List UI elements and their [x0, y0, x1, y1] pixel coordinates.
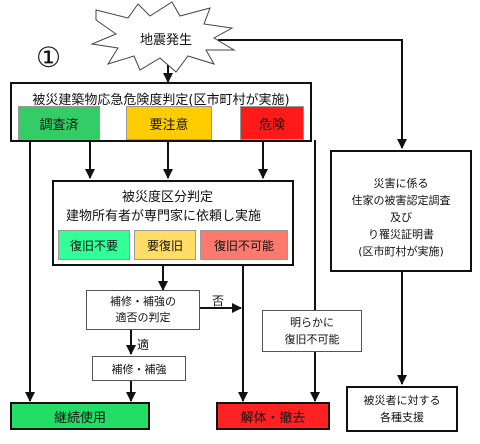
repair-box: 補修・補強 [92, 356, 186, 381]
step1-title: 被災建築物応急危険度判定(区市町村が実施) [32, 93, 290, 108]
repair-judgement-line2: 適否の判定 [115, 311, 171, 324]
step1-result-inspected: 調査済 [18, 106, 100, 140]
repair-judgement-box: 補修・補強の 適否の判定 [86, 290, 200, 330]
clearly-unrecoverable-box: 明らかに 復旧不可能 [262, 310, 362, 352]
step2-result-no-recovery-needed: 復旧不要 [58, 230, 130, 260]
clearly-unrecoverable-line1: 明らかに [290, 316, 334, 329]
clearly-unrecoverable-line2: 復旧不可能 [284, 333, 340, 346]
step3-line-4: り罹災証明書 [368, 227, 434, 241]
final-demolish: 解体・撤去 [216, 402, 330, 430]
step2-title-line1: 被災度区分判定 [122, 190, 214, 205]
step2-result-needs-recovery: 要復旧 [134, 230, 196, 260]
step3-line-1: 災害に係る [373, 176, 429, 190]
step1-number: ① [36, 41, 62, 74]
step2-result-unrecoverable: 復旧不可能 [200, 230, 288, 260]
step3-box: 災害に係る 住家の被害認定調査 及び り罹災証明書 (区市町村が実施) [330, 150, 472, 272]
step3-line-3: 及び [390, 210, 412, 224]
label-suitable: 適 [137, 338, 150, 352]
step3-line-5: (区市町村が実施) [358, 244, 444, 258]
step1-result-danger: 危険 [240, 106, 304, 140]
repair-judgement-line1: 補修・補強の [110, 295, 176, 308]
earthquake-label: 地震発生 [140, 33, 193, 48]
label-no: 否 [212, 294, 225, 308]
final-support-box: 被災者に対する 各種支援 [346, 386, 458, 432]
final-support-line2: 各種支援 [380, 411, 424, 424]
step1-result-caution: 要注意 [126, 106, 212, 140]
final-support-line1: 被災者に対する [363, 394, 441, 407]
step2-title-line2: 建物所有者が専門家に依頼し実施 [66, 209, 262, 224]
final-continue-use: 継続使用 [10, 402, 150, 430]
step3-line-2: 住家の被害認定調査 [351, 193, 451, 207]
